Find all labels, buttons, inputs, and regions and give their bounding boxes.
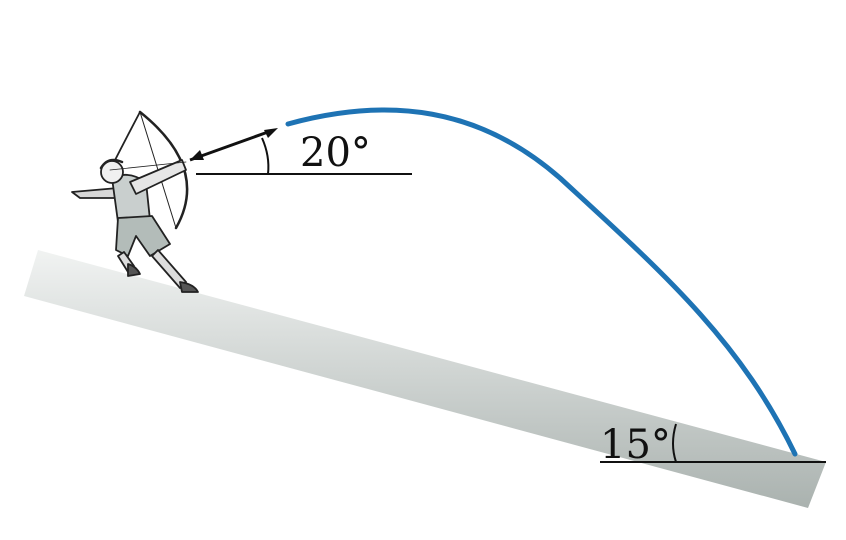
launch-angle-label: 20° xyxy=(300,130,371,176)
slope-angle-arc xyxy=(672,423,677,463)
slope-angle-label: 15° xyxy=(600,422,671,468)
hill-slope xyxy=(24,250,826,508)
launch-angle-arc xyxy=(261,137,270,175)
arrow xyxy=(189,128,278,162)
trajectory-curve xyxy=(285,107,798,457)
archer-figure xyxy=(71,110,199,293)
